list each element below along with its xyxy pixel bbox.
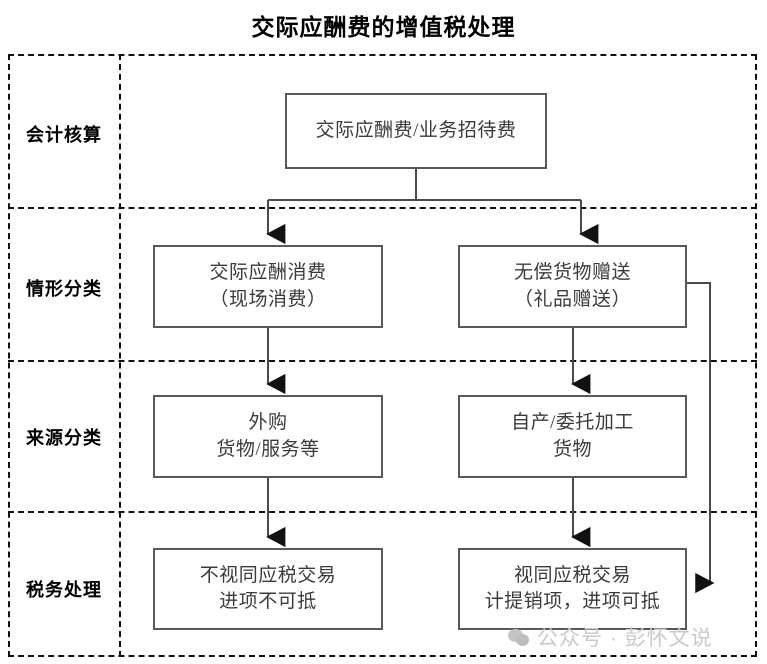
swimlane-divider-3 — [8, 511, 757, 513]
node-line-1: 交际应酬费/业务招待费 — [315, 119, 517, 141]
swimlane-frame — [8, 54, 757, 657]
node-line-1: 无偿货物赠送 — [513, 262, 631, 284]
node-line-2: 货物/服务等 — [216, 438, 320, 460]
node-line-1: 外购 — [248, 412, 288, 434]
swimlane-vertical-divider — [119, 54, 121, 657]
watermark-text: 公众号 · 彭怀文说 — [537, 627, 713, 650]
lane-label-source: 来源分类 — [26, 428, 102, 448]
node-onsite-consumption[interactable]: 交际应酬消费 （现场消费） — [153, 245, 383, 328]
node-self-produced-goods[interactable]: 自产/委托加工 货物 — [458, 395, 687, 478]
node-line-2: 进项不可抵 — [219, 591, 317, 612]
lane-label-tax: 税务处理 — [26, 580, 102, 600]
node-line-1: 交际应酬消费 — [209, 262, 327, 284]
swimlane-divider-2 — [8, 360, 757, 362]
node-line-2: （礼品赠送） — [513, 288, 631, 310]
node-line-2: 货物 — [552, 438, 592, 460]
node-line-2: 计提销项，进项可抵 — [484, 591, 661, 612]
node-line-1: 自产/委托加工 — [511, 412, 634, 434]
node-free-goods-gift[interactable]: 无偿货物赠送 （礼品赠送） — [458, 245, 687, 328]
watermark: 公众号 · 彭怀文说 — [508, 622, 713, 652]
node-not-deemed-taxable[interactable]: 不视同应税交易 进项不可抵 — [153, 548, 383, 630]
node-purchased-goods[interactable]: 外购 货物/服务等 — [153, 395, 383, 478]
lane-label-accounting: 会计核算 — [26, 125, 102, 145]
node-line-1: 不视同应税交易 — [199, 564, 337, 586]
wechat-icon — [508, 628, 530, 647]
node-deemed-taxable[interactable]: 视同应税交易 计提销项，进项可抵 — [458, 548, 687, 630]
swimlane-divider-1 — [8, 207, 757, 209]
page-title: 交际应酬费的增值税处理 — [251, 14, 516, 40]
lane-label-scenario: 情形分类 — [26, 279, 102, 299]
node-entertainment-expense[interactable]: 交际应酬费/业务招待费 — [285, 93, 547, 169]
node-line-2: （现场消费） — [209, 288, 327, 310]
node-line-1: 视同应税交易 — [513, 564, 631, 586]
